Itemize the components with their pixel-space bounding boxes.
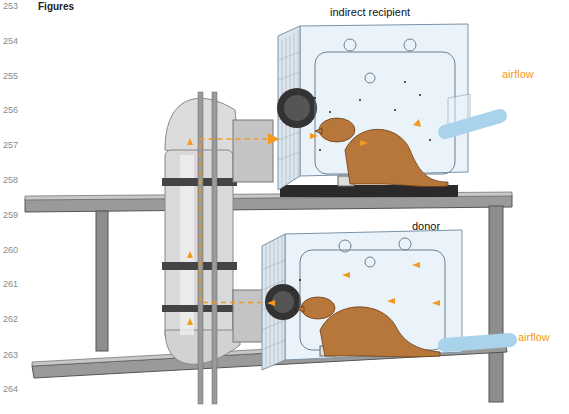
donor-cage [262,230,510,370]
line-number: 254 [3,36,18,46]
cage-node: donor [262,220,462,370]
line-number: 255 [3,71,18,81]
line-number: 256 [3,105,18,115]
shelf-leg [489,206,503,402]
recipient-cage [277,24,500,197]
line-number: 258 [3,175,18,185]
line-number: 257 [3,140,18,150]
airflow-connector [200,139,278,303]
line-number: 264 [3,384,18,394]
cage-label: donor [412,220,440,232]
shelf-leg [96,211,108,351]
line-number: 260 [3,245,18,255]
line-number: 262 [3,314,18,324]
figure-heading: Figures [38,1,74,12]
airflow-label: airflow [518,331,550,343]
cage-node: indirect recipient [278,6,470,196]
airflow-label: airflow [502,68,534,80]
cage-label: indirect recipient [330,6,410,18]
line-number: 261 [3,279,18,289]
line-number: 259 [3,210,18,220]
line-number: 253 [3,1,18,11]
line-number: 263 [3,350,18,360]
